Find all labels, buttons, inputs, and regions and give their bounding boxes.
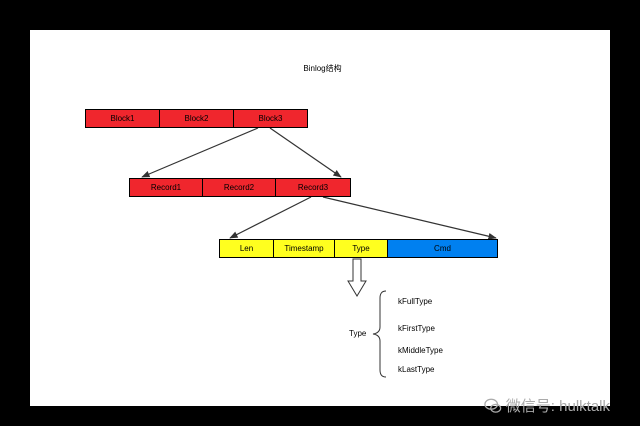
down-arrow-icon [347,258,367,297]
block-cell: Block2 [160,110,234,127]
type-label: Type [349,329,367,338]
diagram-canvas: Binlog结构 Block1 Block2 Block3 Record1 Re… [30,30,610,406]
watermark: 微信号: hulktalk [484,395,610,416]
arrow-record3-to-cmd [322,196,497,240]
record-cell: Record1 [130,179,203,196]
record-field-row: Len Timestamp Type Cmd [219,239,498,258]
type-item: kFirstType [398,324,435,333]
arrow-block3-to-record3 [269,127,342,178]
arrow-record3-to-len [229,196,312,239]
brace-icon [372,290,387,378]
field-cmd: Cmd [388,240,497,257]
type-item: kMiddleType [398,346,443,355]
arrows-layer [141,127,497,378]
record-cell: Record2 [203,179,276,196]
block-row: Block1 Block2 Block3 [85,109,308,128]
record-cell: Record3 [276,179,350,196]
arrow-block3-to-record1 [141,127,259,178]
field-type: Type [335,240,388,257]
type-item: kLastType [398,365,435,374]
field-timestamp: Timestamp [274,240,335,257]
record-row: Record1 Record2 Record3 [129,178,351,197]
wechat-icon [484,398,502,413]
block-cell: Block3 [234,110,307,127]
type-item: kFullType [398,297,433,306]
watermark-text: 微信号: hulktalk [505,398,610,415]
diagram-title: Binlog结构 [303,64,342,73]
field-len: Len [220,240,274,257]
block-cell: Block1 [86,110,160,127]
